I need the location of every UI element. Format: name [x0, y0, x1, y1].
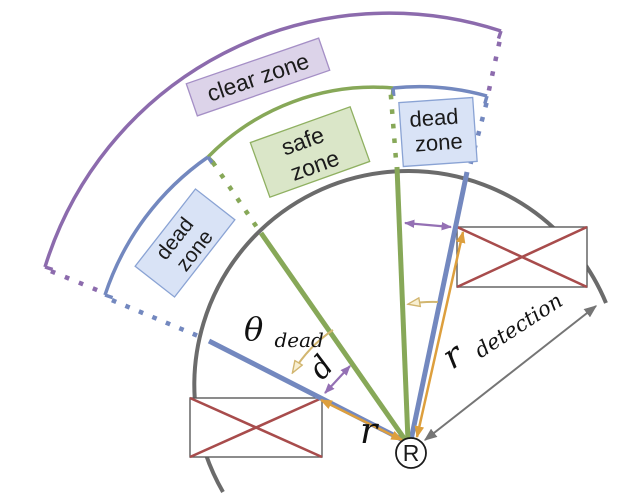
obstacle-right	[456, 225, 588, 289]
clear-zone-arc	[43, 11, 502, 268]
d-arrow-right	[403, 219, 453, 231]
dead-zone-arc-left	[103, 155, 209, 296]
dead-zone-arc-left-tick	[104, 293, 114, 300]
robot-marker: R	[395, 437, 427, 469]
ray-dead-right	[408, 171, 470, 441]
svg-text:r detection: r detection	[435, 273, 567, 379]
dead-zone-dotted-right	[467, 102, 489, 169]
clear-zone-arc-tick-right	[496, 30, 503, 40]
d-arrow-left	[324, 365, 351, 394]
r-arrow-left	[319, 398, 404, 442]
theta-dead-label: θ dead	[244, 310, 324, 352]
dead-zone-dotted-left	[111, 298, 206, 341]
r-detection-symbol: r	[435, 334, 472, 377]
safe-zone-dotted-right	[388, 94, 399, 163]
clear-zone-arc-tick-left	[44, 265, 54, 272]
safe-zone-label-box: safe zone	[249, 106, 371, 198]
robot-label: R	[403, 440, 420, 466]
dead-zone-arc-left-tick2	[206, 156, 214, 165]
theta-dead-symbol: θ	[244, 310, 263, 348]
theta-angle-arc-right	[409, 302, 439, 304]
ray-safe-right	[394, 166, 411, 442]
dead-zone-arc-right	[392, 84, 488, 98]
obstacle-left	[189, 396, 323, 459]
dead-zone-arc-right-tick2	[483, 95, 489, 105]
safe-zone-dotted-left	[210, 160, 260, 230]
r-label: r	[360, 411, 379, 452]
clear-zone-label-box: clear zone	[185, 37, 331, 117]
safe-zone-arc	[206, 85, 394, 159]
r-detection-label-group: r detection	[435, 273, 567, 379]
r-detection-subscript: detection	[470, 288, 567, 362]
r-detection-arrow	[423, 305, 598, 441]
clear-zone-dotted-left	[50, 269, 100, 293]
dead-zone-arc-right-tick	[391, 87, 396, 97]
obstacle-right-cross	[456, 225, 588, 289]
clear-zone-dotted-right	[486, 41, 502, 93]
dead-zone-right-label-box: dead zone	[398, 96, 478, 168]
theta-angle-arc-left	[293, 329, 334, 372]
svg-text:dead zone: dead zone	[409, 103, 467, 157]
dead-zone-right-label-line1: dead	[409, 104, 460, 132]
theta-dead-subscript: dead	[274, 328, 323, 352]
dead-zone-right-label-line2: zone	[414, 128, 463, 156]
obstacle-left-cross	[189, 396, 323, 459]
detection-arc	[192, 169, 608, 493]
